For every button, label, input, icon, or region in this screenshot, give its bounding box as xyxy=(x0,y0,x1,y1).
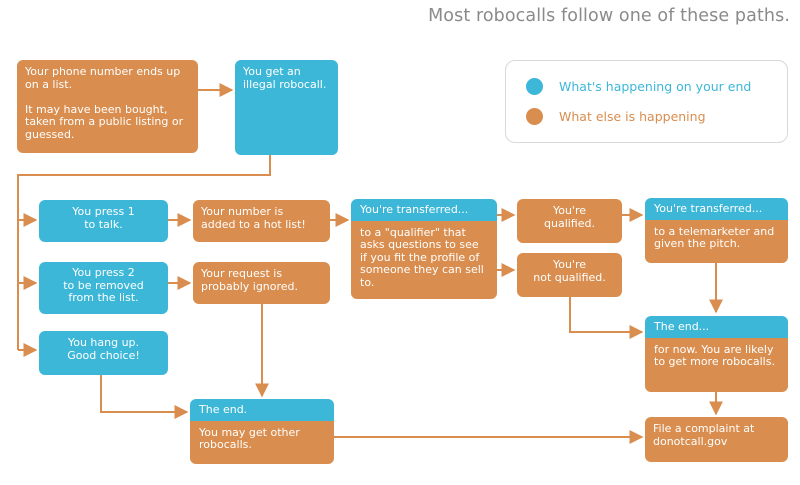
node-end-for-now-header: The end... xyxy=(645,316,788,338)
node-transferred-telemarketer-body-text: to a telemarketer and given the pitch. xyxy=(654,224,775,250)
node-qualified: You're qualified. xyxy=(517,199,622,243)
node-end-for-now-body-text: for now. You are likely to get more robo… xyxy=(654,342,775,368)
node-end-bottom: The end. You may get other robocalls. xyxy=(190,399,334,464)
legend-row-else: What else is happening xyxy=(526,108,706,125)
node-file-complaint: File a complaint at donotcall.gov xyxy=(645,417,788,462)
node-transferred-qualifier-body-text: to a "qualifier" that asks questions to … xyxy=(360,225,484,289)
node-ignored-text: Your request is probably ignored. xyxy=(201,267,299,293)
diagram-heading: Most robocalls follow one of these paths… xyxy=(428,6,790,26)
node-transferred-telemarketer: You're transferred... to a telemarketer … xyxy=(645,198,788,263)
arrow-robocall-to-trunk xyxy=(17,155,271,350)
node-press-2: You press 2 to be removed from the list. xyxy=(39,262,168,314)
legend-blue-dot xyxy=(526,78,543,95)
node-number-on-list-text: Your phone number ends up on a list. It … xyxy=(25,65,184,141)
node-transferred-qualifier-title: You're transferred... xyxy=(360,203,469,216)
node-transferred-telemarketer-body: to a telemarketer and given the pitch. xyxy=(645,219,788,263)
legend-label-else: What else is happening xyxy=(559,109,706,124)
node-hang-up-text: You hang up. Good choice! xyxy=(67,336,140,362)
node-get-robocall: You get an illegal robocall. xyxy=(235,60,338,155)
node-end-bottom-title: The end. xyxy=(199,403,248,416)
node-press-1: You press 1 to talk. xyxy=(39,200,168,242)
node-not-qualified-text: You're not qualified. xyxy=(533,258,606,284)
node-not-qualified: You're not qualified. xyxy=(517,253,622,297)
node-end-bottom-header: The end. xyxy=(190,399,334,421)
arrow-notqualified-to-endright xyxy=(569,297,644,339)
legend-label-your-end: What's happening on your end xyxy=(559,79,752,94)
node-transferred-telemarketer-header: You're transferred... xyxy=(645,198,788,220)
node-press-2-text: You press 2 to be removed from the list. xyxy=(63,266,144,304)
node-hot-list-text: Your number is added to a hot list! xyxy=(201,205,306,231)
arrow-hangup-to-endbottom xyxy=(100,375,189,419)
node-end-bottom-body-text: You may get other robocalls. xyxy=(199,425,300,451)
node-ignored: Your request is probably ignored. xyxy=(193,262,330,304)
legend: What's happening on your end What else i… xyxy=(505,60,788,143)
node-transferred-qualifier-header: You're transferred... xyxy=(351,199,497,221)
node-get-robocall-text: You get an illegal robocall. xyxy=(243,65,327,91)
node-transferred-telemarketer-title: You're transferred... xyxy=(654,202,763,215)
node-transferred-qualifier: You're transferred... to a "qualifier" t… xyxy=(351,199,497,299)
node-end-for-now: The end... for now. You are likely to ge… xyxy=(645,316,788,392)
legend-orange-dot xyxy=(526,108,543,125)
node-file-complaint-text: File a complaint at donotcall.gov xyxy=(653,422,755,448)
node-transferred-qualifier-body: to a "qualifier" that asks questions to … xyxy=(351,220,497,299)
node-press-1-text: You press 1 to talk. xyxy=(72,205,135,231)
legend-row-your-end: What's happening on your end xyxy=(526,78,751,95)
node-end-bottom-body: You may get other robocalls. xyxy=(190,420,334,464)
node-end-for-now-body: for now. You are likely to get more robo… xyxy=(645,337,788,392)
node-hot-list: Your number is added to a hot list! xyxy=(193,200,330,242)
node-end-for-now-title: The end... xyxy=(654,320,710,333)
node-qualified-text: You're qualified. xyxy=(544,204,595,230)
node-number-on-list: Your phone number ends up on a list. It … xyxy=(17,60,198,153)
node-hang-up: You hang up. Good choice! xyxy=(39,331,168,375)
